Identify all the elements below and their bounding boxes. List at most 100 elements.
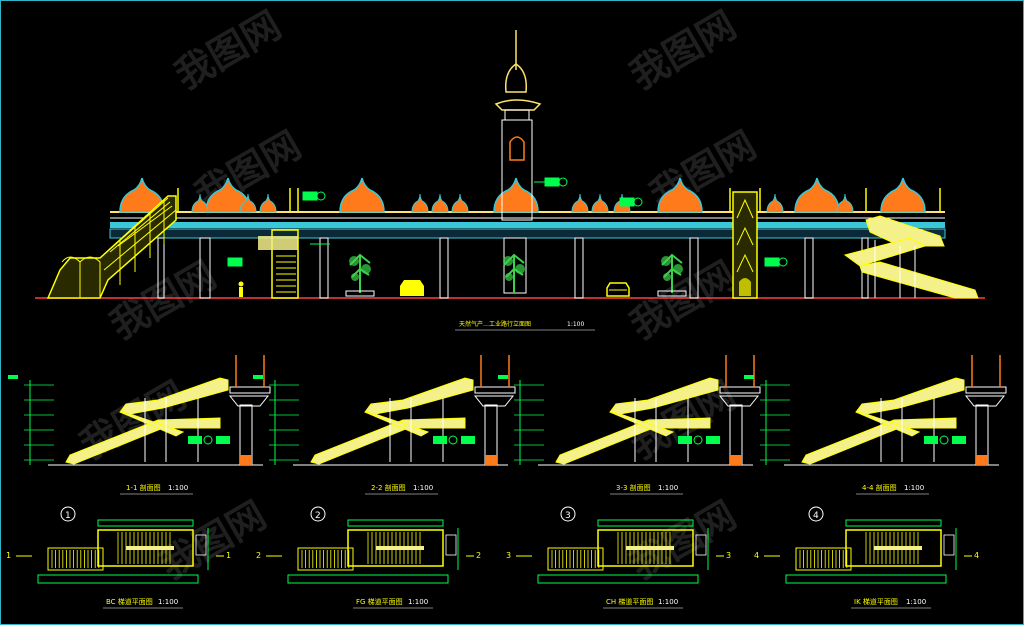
level-tag — [744, 375, 754, 379]
plan-label: BC 梯道平面图 — [106, 597, 153, 606]
section-tag — [216, 436, 230, 444]
cut-mark-left: 1 — [6, 551, 11, 560]
tree-elements — [345, 253, 687, 297]
section-label: 4-4 剖面图 — [862, 483, 897, 492]
plan-column — [195, 534, 207, 556]
plan-number-circle — [60, 506, 76, 522]
elevation-title: 天然气产…工业路行立面图 — [459, 320, 531, 328]
section-deck — [474, 386, 516, 394]
cut-mark-left: 2 — [256, 551, 261, 560]
dome-small — [259, 193, 277, 213]
dome-small — [431, 193, 449, 213]
section-tag-circle — [693, 435, 703, 445]
section-scale: 1:100 — [658, 484, 678, 492]
stair-landing — [119, 411, 185, 437]
car-front-view-2 — [606, 282, 630, 297]
stair-flight-lower — [555, 417, 711, 465]
plan-scale: 1:100 — [408, 598, 428, 606]
plan-dimension-bottom — [37, 574, 199, 584]
plan-lower-flight — [547, 547, 604, 571]
section-scale: 1:100 — [168, 484, 188, 492]
column-base — [976, 455, 988, 465]
plan-number-circle — [808, 506, 824, 522]
plan-dimension-bottom — [287, 574, 449, 584]
elevation-annotations — [227, 177, 788, 267]
dome-large — [493, 177, 539, 213]
column-capital — [964, 395, 1006, 407]
dome-small — [411, 193, 429, 213]
plan-lower-flight — [47, 547, 104, 571]
right-switchback-stair — [843, 215, 979, 299]
plan-label: IK 梯道平面图 — [854, 597, 898, 606]
level-tag — [8, 375, 18, 379]
level-tag — [253, 375, 263, 379]
dome-small — [191, 193, 209, 213]
watermark-text: 我图网 — [153, 493, 274, 588]
section-label: 3-3 剖面图 — [616, 483, 651, 492]
plan-number: 4 — [813, 511, 819, 521]
plan-scale: 1:100 — [158, 598, 178, 606]
section-tag — [924, 436, 938, 444]
section-tag — [678, 436, 692, 444]
plan-number: 3 — [565, 511, 571, 521]
dome-large — [119, 177, 165, 213]
stair-flight-upper — [119, 377, 229, 415]
section-tag — [188, 436, 202, 444]
section-tag — [461, 436, 475, 444]
dome-ornaments — [119, 177, 941, 213]
plan-dimension-bottom — [537, 574, 699, 584]
section-scale: 1:100 — [904, 484, 924, 492]
section-tag — [433, 436, 447, 444]
stair-landing — [364, 411, 430, 437]
stair-flight-lower — [65, 417, 221, 465]
section-2-2: 2-2 剖面图 1:100 — [253, 355, 516, 495]
stair-landing — [609, 411, 675, 437]
plan-dimension-top — [845, 519, 942, 527]
section-4-4: 4-4 剖面图 1:100 — [744, 355, 1007, 495]
section-tag-circle — [939, 435, 949, 445]
stair-flight-upper — [855, 377, 965, 415]
plan-column — [943, 534, 955, 556]
column-base — [485, 455, 497, 465]
section-scale: 1:100 — [413, 484, 433, 492]
plan-dimension-top — [97, 519, 194, 527]
stair-flight-lower — [310, 417, 466, 465]
section-tag-circle — [448, 435, 458, 445]
plan-number: 1 — [65, 511, 71, 521]
left-enclosed-stair — [46, 195, 177, 299]
plan-column — [695, 534, 707, 556]
plan-dimension-top — [597, 519, 694, 527]
column-capital — [718, 395, 760, 407]
section-tag-circle — [203, 435, 213, 445]
column-capital — [473, 395, 515, 407]
plan-handrail — [126, 546, 174, 550]
dome-large — [794, 177, 840, 213]
dome-large — [205, 177, 251, 213]
plan-column — [445, 534, 457, 556]
plan-lower-flight — [795, 547, 852, 571]
section-deck — [965, 386, 1007, 394]
dome-small — [766, 193, 784, 213]
plan-number: 2 — [315, 511, 321, 521]
section-tag — [952, 436, 966, 444]
watermark-text: 我图网 — [168, 3, 289, 98]
stair-landing — [855, 411, 921, 437]
bridge-deck-lower — [109, 228, 946, 239]
stair-flight-lower — [801, 417, 957, 465]
dome-large — [657, 177, 703, 213]
plan-handrail — [376, 546, 424, 550]
plan-number-circle — [310, 506, 326, 522]
column-capital — [228, 395, 270, 407]
section-label: 2-2 剖面图 — [371, 483, 406, 492]
section-3-3: 3-3 剖面图 1:100 — [498, 355, 761, 495]
plan-label: CH 梯道平面图 — [606, 597, 653, 606]
plan-number-circle — [560, 506, 576, 522]
cut-mark-right: 4 — [974, 551, 979, 560]
dome-large — [339, 177, 385, 213]
plan-label: FG 梯道平面图 — [356, 597, 403, 606]
dome-small — [571, 193, 589, 213]
central-minaret — [494, 30, 542, 294]
watermark-text: 我图网 — [623, 3, 744, 98]
